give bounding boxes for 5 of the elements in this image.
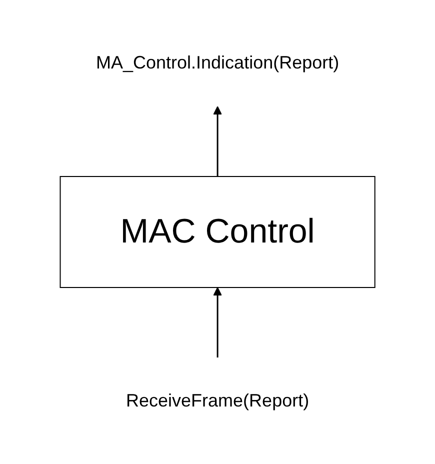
node-box: MAC Control [60, 176, 376, 288]
arrow [213, 106, 222, 176]
node-text: MA_Control.Indication(Report) [96, 52, 340, 72]
node-text: ReceiveFrame(Report) [126, 390, 310, 410]
arrow [213, 287, 222, 358]
